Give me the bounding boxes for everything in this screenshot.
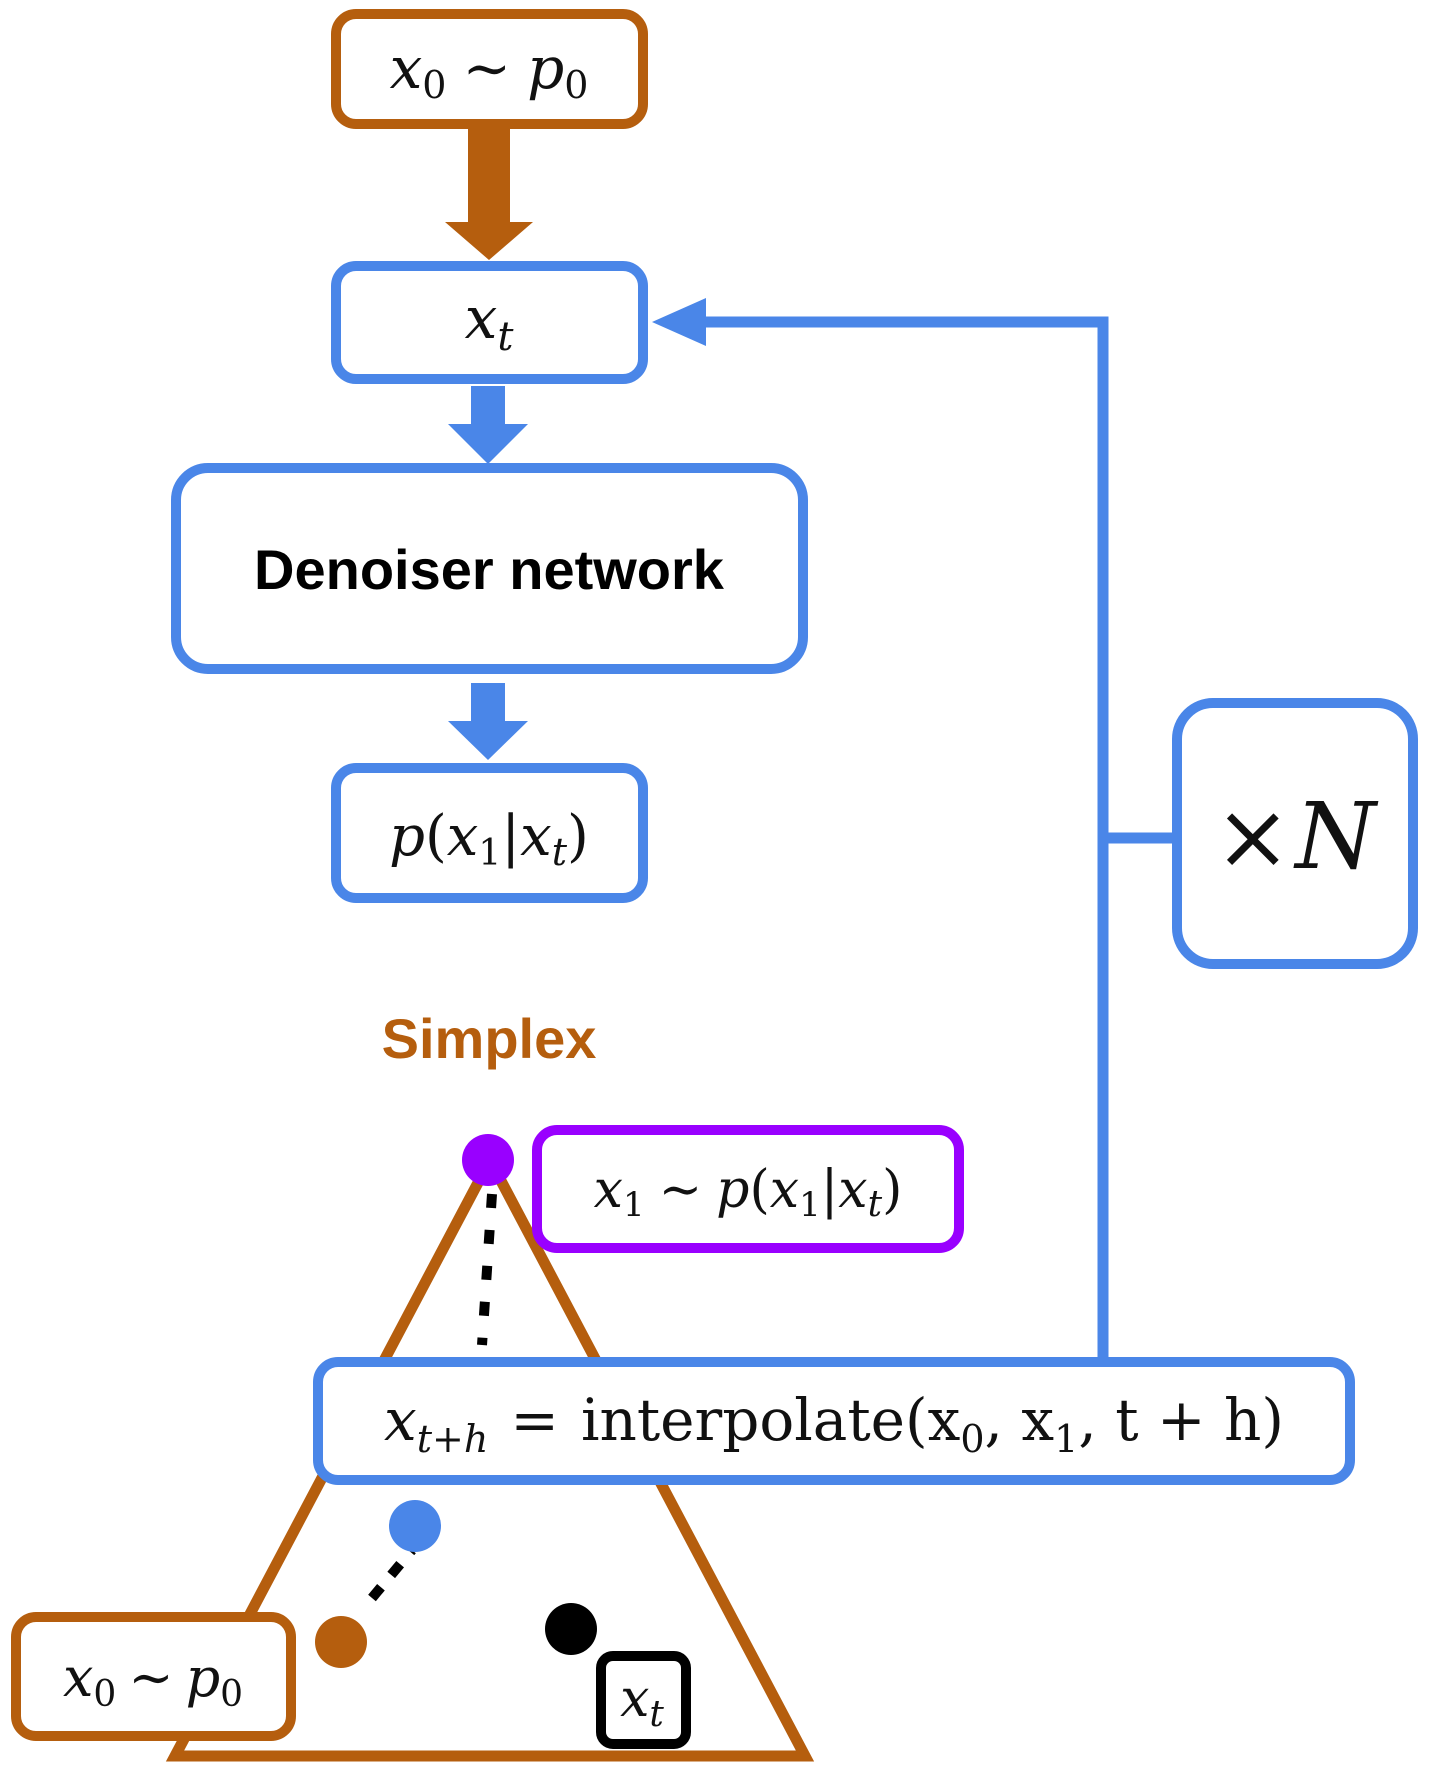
xt-label: xt (465, 284, 515, 360)
sample-x1-box (532, 1125, 964, 1253)
xt-small-label: xt (620, 1669, 664, 1735)
repeat-label: ×N (1214, 783, 1379, 890)
sample-x1-label: x1∼p(x1|xt) (594, 1160, 903, 1225)
repeat-box (1172, 698, 1418, 969)
interpolate-label: xt+h=interpolate(x0, x1, t + h) (384, 1386, 1284, 1461)
denoiser-box (171, 463, 808, 674)
denoiser-label: Denoiser network (254, 538, 725, 601)
x1-vertex-point (462, 1134, 514, 1186)
xt-small-box (596, 1651, 691, 1749)
dotted-line-x1-to-xth (477, 1193, 497, 1346)
arrow-denoiser-to-posterior (448, 683, 528, 760)
bottom-sample-label: x0∼p0 (63, 1646, 243, 1715)
xth-point (389, 1500, 441, 1552)
x0-point (315, 1616, 367, 1668)
posterior-label: p(x1|xt) (389, 804, 589, 874)
top-sample-label: x0∼p0 (390, 34, 589, 107)
top-sample-box (331, 9, 648, 129)
feedback-arrowhead (652, 298, 706, 346)
arrow-sample-to-xt (445, 125, 533, 260)
bottom-sample-box (11, 1612, 296, 1741)
arrow-xt-to-denoiser (448, 386, 528, 464)
feedback-loop-line (700, 316, 1109, 1368)
interpolate-box (313, 1357, 1355, 1485)
posterior-box (331, 763, 648, 903)
xt-box (331, 261, 648, 384)
xt-point (545, 1603, 597, 1655)
dotted-line-x0-to-xth (368, 1546, 416, 1602)
simplex-title: Simplex (382, 1007, 597, 1070)
